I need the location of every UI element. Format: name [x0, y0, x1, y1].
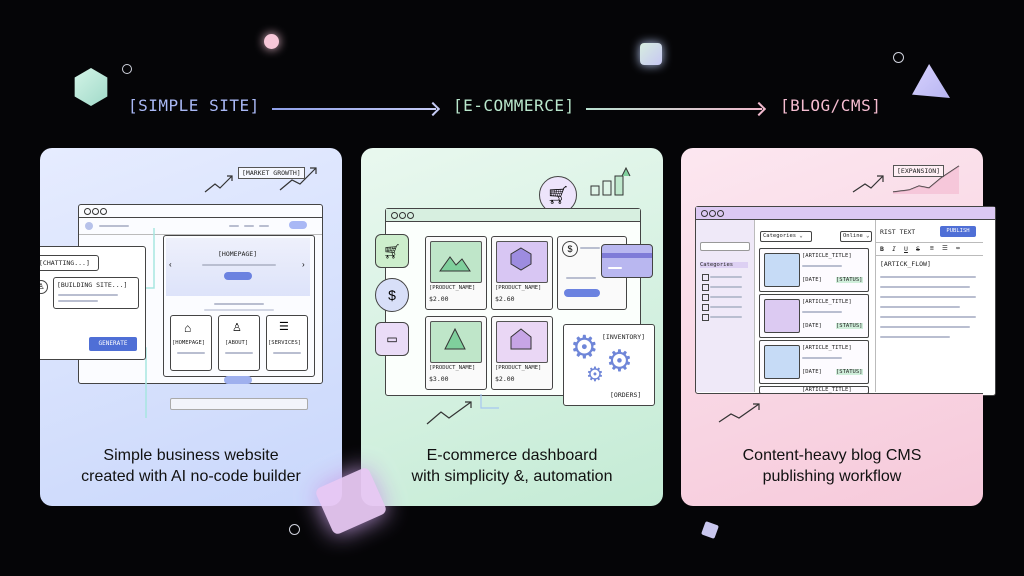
checkbox[interactable] — [702, 304, 709, 311]
editor-toolbar: B I U S ≡ ☰ ∞ — [876, 242, 983, 256]
avatar — [85, 222, 93, 230]
online-dropdown[interactable]: Online ⌄ — [840, 231, 872, 242]
list-icon: ☰ — [279, 321, 289, 333]
ring-decoration — [289, 524, 300, 535]
editor-title: RIST TEXT — [880, 228, 916, 236]
hexagon-product-icon — [510, 247, 532, 271]
connector-line — [480, 394, 499, 409]
bold-button[interactable]: B — [880, 245, 884, 253]
tile-about[interactable]: ♙ [ABOUT] — [218, 315, 260, 371]
flow-step-ecommerce: [E-COMMERCE] — [453, 96, 575, 115]
chevron-left-icon[interactable]: ‹ — [169, 260, 172, 269]
building-site-bubble: [BUILDING SITE...] — [53, 277, 139, 309]
dollar-icon: $ — [562, 241, 578, 257]
gear-icon: ⚙ — [606, 345, 633, 378]
underline-button[interactable]: U — [904, 245, 908, 253]
product-card[interactable]: [PRODUCT_NAME] $2.60 — [491, 236, 553, 310]
sidebar-categories-heading: Categories — [700, 262, 748, 268]
growth-arrow-icon — [426, 401, 472, 425]
blog-cms-card: [EXPANSION] Categories Categories ⌄ Onli… — [681, 148, 983, 506]
gear-icon: ⚙ — [586, 364, 604, 386]
product-card[interactable]: [PRODUCT_NAME] $2.00 — [425, 236, 487, 310]
triangle-product-icon — [444, 327, 466, 350]
categories-dropdown[interactable]: Categories ⌄ — [760, 231, 812, 242]
ecommerce-card: 🛒︎ 🛒︎ $ ▭ [PRODUCT_NAME] $2.00 [PRODUCT_… — [361, 148, 663, 506]
checkbox[interactable] — [702, 294, 709, 301]
italic-button[interactable]: I — [892, 245, 896, 253]
cart-icon: 🛒︎ — [539, 176, 577, 214]
ai-chat-panel: [CHATTING...] ♙ [BUILDING SITE...] GENER… — [40, 246, 146, 360]
house-product-icon — [510, 328, 532, 350]
nav-button[interactable] — [289, 221, 307, 229]
orders-label: [ORDERS] — [610, 391, 642, 399]
ring-decoration — [122, 64, 132, 74]
link-icon[interactable]: ∞ — [956, 244, 960, 252]
editor-content-label: [ARTICK_FLOW] — [880, 260, 931, 268]
image-icon — [439, 256, 471, 272]
list-icon[interactable]: ☰ — [942, 244, 948, 252]
checkbox[interactable] — [702, 284, 709, 291]
flow-arrow — [272, 108, 436, 110]
chatting-bubble: [CHATTING...] — [40, 255, 99, 271]
small-square-decoration — [701, 521, 719, 539]
checkbox[interactable] — [702, 274, 709, 281]
ring-decoration — [893, 52, 904, 63]
sidebar-search[interactable] — [700, 242, 750, 251]
card3-caption: Content-heavy blog CMS publishing workfl… — [742, 447, 922, 485]
hero-banner: [HOMEPAGE] ‹ › — [166, 238, 310, 296]
generate-button[interactable]: GENERATE — [89, 337, 137, 351]
checkbox[interactable] — [702, 314, 709, 321]
hero-cta-button[interactable] — [224, 272, 252, 280]
product-card[interactable]: [PRODUCT_NAME] $3.00 — [425, 316, 487, 390]
bar-growth-icon — [590, 166, 631, 196]
triangle-decoration — [912, 64, 950, 98]
gear-icon: ⚙ — [570, 329, 599, 365]
product-card[interactable]: [PRODUCT_NAME] $2.00 — [491, 316, 553, 390]
pink-dot-decoration — [264, 34, 279, 49]
inventory-panel: [INVENTORY] ⚙ ⚙ ⚙ [ORDERS] — [563, 324, 655, 406]
footer-block — [170, 398, 308, 410]
dollar-icon[interactable]: $ — [375, 278, 409, 312]
article-row[interactable]: [ARTICLE_TITLE] [DATE] [STATUS] — [759, 340, 869, 384]
tile-homepage[interactable]: ⌂ [HOMEPAGE] — [170, 315, 212, 371]
home-icon: ⌂ — [184, 321, 192, 335]
chevron-right-icon[interactable]: › — [302, 260, 305, 269]
expansion-label: [EXPANSION] — [893, 165, 945, 177]
strike-button[interactable]: S — [916, 245, 920, 253]
growth-arrow-icon — [718, 403, 760, 423]
publish-button[interactable]: PUBLISH — [940, 226, 976, 237]
cms-window-edge — [983, 206, 996, 396]
window-titlebar — [79, 205, 322, 218]
cms-sidebar: Categories — [696, 220, 755, 392]
tile-services[interactable]: ☰ [SERVICES] — [266, 315, 308, 371]
inventory-label: [INVENTORY] — [602, 333, 646, 341]
flow-step-simple-site: [SIMPLE SITE] — [128, 96, 260, 115]
preview-frame: [HOMEPAGE] ‹ › — [163, 235, 315, 377]
card1-caption: Simple business website created with AI … — [81, 447, 301, 485]
editor-panel: RIST TEXT PUBLISH B I U S ≡ ☰ ∞ [ARTICK_… — [875, 220, 983, 392]
article-row[interactable]: [ARTICLE_TITLE] [DATE] [STATUS] — [759, 294, 869, 338]
card2-caption: E-commerce dashboard with simplicity &, … — [411, 447, 613, 485]
user-icon: ♙ — [232, 322, 242, 334]
flow-step-blog-cms: [BLOG/CMS] — [780, 96, 882, 115]
homepage-banner-label: [HOMEPAGE] — [218, 250, 258, 258]
square-decoration — [640, 43, 662, 65]
market-growth-label: [MARKET GROWTH] — [238, 167, 305, 179]
article-row[interactable]: [ARTICLE_TITLE] [DATE] [STATUS] — [759, 248, 869, 292]
simple-site-card: [MARKET GROWTH] [HOMEPAGE] ‹ › — [40, 148, 342, 506]
flow-arrow — [586, 108, 762, 110]
credit-card-icon — [601, 244, 653, 278]
growth-arrow-icon — [204, 167, 317, 193]
list-icon[interactable]: ≡ — [930, 244, 934, 252]
hexagon-decoration — [74, 68, 108, 106]
cart-sidebar-icon[interactable]: 🛒︎ — [375, 234, 409, 268]
preview-button[interactable] — [224, 376, 252, 384]
user-avatar-icon: ♙ — [40, 280, 48, 294]
article-row[interactable]: [ARTICLE_TITLE] — [759, 386, 869, 394]
card-icon[interactable]: ▭ — [375, 322, 409, 356]
pay-button[interactable] — [564, 289, 600, 297]
